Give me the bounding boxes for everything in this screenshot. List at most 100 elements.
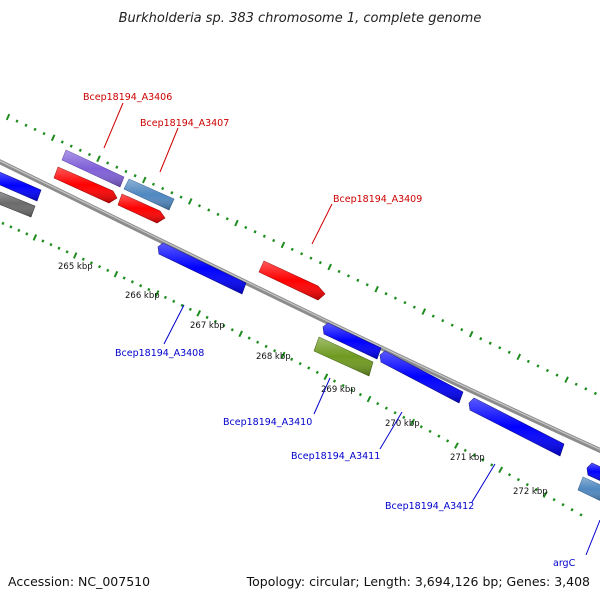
gene-shade — [0, 172, 41, 201]
inner-ring-tick — [72, 252, 78, 259]
inner-ring-tick — [154, 290, 160, 297]
inner-ring-tick — [579, 513, 583, 517]
gene-label-bcep18194-a3409[interactable]: Bcep18194_A3409 — [333, 194, 422, 205]
outer-ring-tick — [187, 198, 193, 205]
inner-ring-tick — [384, 406, 388, 410]
inner-ring-tick — [428, 429, 432, 434]
inner-ring-tick — [49, 242, 53, 247]
outer-ring-tick — [290, 247, 294, 251]
gene-features — [0, 149, 600, 501]
outer-ring-tick — [24, 123, 28, 127]
gene-label-bcep18194-a3411[interactable]: Bcep18194_A3411 — [291, 451, 380, 462]
inner-ring-tick — [507, 473, 512, 477]
outer-ring-tick — [225, 217, 229, 221]
scale-label-272: 272 kbp — [513, 487, 548, 497]
inner-ring-tick — [402, 415, 406, 420]
inner-ring-tick — [498, 466, 504, 474]
outer-ring-tick — [170, 191, 174, 195]
inner-ring-tick — [122, 276, 126, 280]
inner-ring-tick — [410, 418, 415, 426]
gene-shade — [587, 463, 600, 481]
outer-ring-tick — [327, 263, 333, 271]
inner-ring-tick — [25, 232, 29, 236]
outer-ring-tick — [441, 318, 445, 323]
gene-labels: Bcep18194_A3406 Bcep18194_A3407 Bcep1819… — [83, 92, 576, 569]
inner-ring-tick — [213, 319, 217, 324]
inner-ring-tick — [65, 250, 69, 254]
inner-ring-tick — [490, 463, 494, 467]
outer-ring-tick — [151, 182, 155, 186]
outer-ring-tick — [78, 148, 82, 152]
leader-bcep18194-a3408 — [163, 304, 185, 345]
gene-label-bcep18194-a3412[interactable]: Bcep18194_A3412 — [385, 501, 474, 512]
inner-ring-tick — [222, 323, 226, 328]
gene-shade — [124, 179, 174, 210]
gene-label-bcep18194-a3410[interactable]: Bcep18194_A3410 — [223, 417, 312, 428]
leader-lines — [103, 102, 600, 556]
inner-ring-tick — [307, 366, 311, 370]
outer-ring-tick — [488, 341, 492, 345]
leader-bcep18194-a3411 — [379, 411, 403, 450]
inner-ring-tick — [264, 344, 268, 349]
scale-label-268: 268 kbp — [256, 352, 291, 362]
inner-ring-tick — [366, 395, 372, 403]
inner-ring-tick — [419, 425, 423, 429]
outer-ring-tick — [216, 212, 220, 217]
gene-shade — [380, 351, 463, 403]
outer-ring-tick — [124, 169, 128, 174]
inner-ring-tick — [561, 503, 565, 507]
outer-ring-tick — [403, 301, 407, 305]
inner-ring-tick — [350, 388, 354, 392]
inner-ring-tick — [180, 303, 184, 307]
inner-ring-tick — [376, 401, 380, 406]
inner-ring-tick — [525, 482, 529, 487]
outer-ring-tick — [555, 373, 559, 377]
inner-ring-tick — [298, 361, 302, 366]
inner-ring-tick — [130, 280, 134, 284]
outer-ring-tick — [207, 208, 211, 212]
leader-bcep18194-a3410 — [313, 377, 331, 415]
outer-ring-tick — [545, 368, 549, 373]
scale-label-270: 270 kbp — [385, 419, 420, 429]
inner-ring-tick — [113, 270, 119, 278]
gene-shade — [578, 477, 600, 501]
genome-backbone-highlight — [0, 160, 600, 451]
outer-ring-tick — [526, 359, 530, 364]
outer-ring-tick — [115, 165, 119, 169]
outer-ring-tick — [479, 337, 483, 341]
outer-ring-tick — [5, 113, 11, 121]
inner-ring-tick — [256, 340, 260, 344]
inner-ring-tick — [437, 434, 441, 438]
outer-ring-tick — [384, 292, 388, 296]
outer-ring-tick — [318, 260, 322, 265]
gene-shade — [259, 261, 325, 300]
gene-label-bcep18194-a3406[interactable]: Bcep18194_A3406 — [83, 92, 172, 103]
gene-shade — [314, 337, 373, 376]
inner-ring-tick — [32, 234, 38, 241]
inner-ring-tick — [188, 307, 192, 311]
inner-ring-tick — [9, 225, 13, 229]
outer-ring-tick — [450, 323, 454, 327]
inner-ring-tick — [196, 310, 201, 317]
outer-ring-tick — [584, 387, 588, 391]
genome-summary-text: Topology: circular; Length: 3,694,126 bp… — [246, 574, 590, 589]
gene-shade — [158, 243, 246, 294]
leader-bcep18194-a3412 — [471, 463, 496, 503]
outer-ring-tick — [300, 252, 304, 256]
inner-ring-tick — [238, 330, 243, 338]
outer-ring-tick — [262, 234, 266, 238]
inner-ring-tick — [81, 257, 85, 261]
inner-ring-tick — [534, 487, 538, 492]
inner-ring-tick — [41, 239, 45, 243]
scale-label-267: 267 kbp — [190, 321, 225, 331]
accession-text: Accession: NC_007510 — [8, 574, 150, 589]
genome-backbone — [0, 159, 600, 454]
inner-ring-tick — [481, 458, 485, 462]
scale-label-271: 271 kbp — [450, 453, 485, 463]
outer-ring-tick — [516, 353, 522, 361]
gene-label-bcep18194-a3408[interactable]: Bcep18194_A3408 — [115, 348, 204, 359]
outer-ring-tick — [69, 144, 73, 148]
outer-tick-ring — [5, 113, 597, 396]
gene-label-argc[interactable]: argC — [553, 558, 576, 569]
gene-label-bcep18194-a3407[interactable]: Bcep18194_A3407 — [140, 118, 229, 129]
